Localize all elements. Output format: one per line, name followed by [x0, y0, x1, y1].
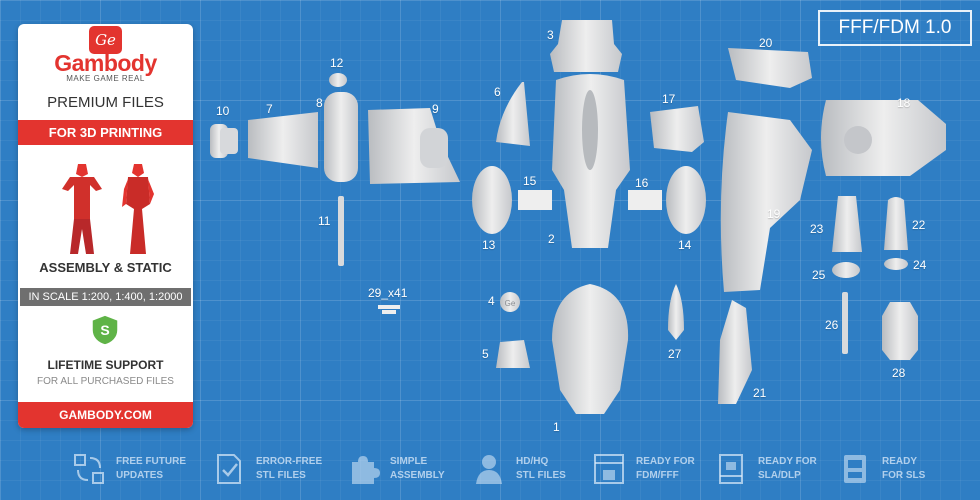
part-label-4: 4	[488, 294, 495, 308]
part-label-11: 11	[318, 214, 331, 228]
part-2	[552, 74, 630, 248]
part-26	[842, 292, 848, 354]
feature-label-line1: READY	[882, 456, 918, 467]
part-label-28: 28	[892, 366, 906, 380]
part-label-23: 23	[810, 222, 824, 236]
refresh-icon	[74, 454, 104, 484]
shield-letter: S	[100, 322, 109, 338]
part-15	[518, 190, 552, 210]
part-29	[378, 305, 400, 314]
purchased-files-label: FOR ALL PURCHASED FILES	[37, 376, 174, 387]
brand-name: Gambody	[54, 50, 157, 76]
assembly-static-label: ASSEMBLY & STATIC	[39, 260, 172, 275]
part-label-7: 7	[266, 102, 273, 116]
feature-label-line2: FDM/FFF	[636, 470, 679, 481]
part-9	[368, 108, 460, 184]
part-20	[728, 48, 812, 88]
feature-label-line1: SIMPLE	[390, 456, 428, 467]
part-label-12: 12	[330, 56, 344, 70]
part-label-19: 19	[767, 207, 781, 221]
feature-label-line1: ERROR-FREE	[256, 456, 323, 467]
fdm-printer-icon	[594, 454, 624, 484]
feature-label-line2: UPDATES	[116, 470, 164, 481]
gambody-logo-icon: Ge	[89, 26, 122, 54]
puzzle-icon	[352, 456, 380, 484]
part-label-13: 13	[482, 238, 496, 252]
part-7	[248, 112, 318, 168]
part-6	[496, 82, 530, 146]
feature-label-line2: ASSEMBLY	[390, 470, 445, 481]
part-label-10: 10	[216, 104, 230, 118]
sla-printer-icon	[719, 454, 743, 484]
lifetime-support-label: LIFETIME SUPPORT	[47, 358, 164, 372]
part-23	[832, 196, 862, 252]
part-19	[720, 112, 812, 292]
part-10	[210, 124, 238, 158]
part-label-17: 17	[662, 92, 676, 106]
part-1	[552, 284, 629, 414]
part-14	[666, 166, 706, 234]
part-label-9: 9	[432, 102, 439, 116]
part-11	[338, 196, 344, 266]
part-12	[329, 73, 347, 87]
part-4: Ge	[500, 292, 520, 312]
part-3	[550, 20, 622, 72]
feature-label-line2: SLA/DLP	[758, 470, 801, 481]
part-label-24: 24	[913, 258, 927, 272]
part-18-vent	[844, 126, 872, 154]
feature-label-line2: STL FILES	[516, 470, 566, 481]
file-check-icon	[217, 454, 241, 484]
red-figures-icon	[62, 164, 154, 254]
scale-label: IN SCALE 1:200, 1:400, 1:2000	[20, 288, 191, 306]
part-21	[718, 300, 752, 404]
site-link[interactable]: GAMBODY.COM	[18, 402, 193, 428]
part-25	[832, 262, 860, 278]
brand-tagline: MAKE GAME REAL	[66, 74, 145, 83]
features-bar: FREE FUTURE UPDATES ERROR-FREE STL FILES…	[0, 440, 980, 500]
premium-files-label: PREMIUM FILES	[47, 94, 164, 111]
part-label-29: 29_x41	[368, 286, 408, 300]
part-24	[884, 258, 908, 270]
fff-fdm-version-badge: FFF/FDM 1.0	[818, 10, 972, 46]
part-27	[668, 284, 684, 340]
part-13	[472, 166, 512, 234]
feature-label-line1: FREE FUTURE	[116, 456, 186, 467]
feature-label-line2: FOR SLS	[882, 470, 926, 481]
part-17	[650, 106, 704, 152]
part-label-26: 26	[825, 318, 839, 332]
part-label-6: 6	[494, 85, 501, 99]
for-3d-printing-bar: FOR 3D PRINTING	[18, 120, 193, 145]
feature-label-line1: READY FOR	[758, 456, 817, 467]
part-16	[628, 190, 662, 210]
part-label-14: 14	[678, 238, 692, 252]
part-label-16: 16	[635, 176, 649, 190]
part-18	[821, 100, 946, 176]
part-4-mark: Ge	[505, 299, 516, 308]
part-label-22: 22	[912, 218, 926, 232]
part-28	[882, 302, 918, 360]
part-label-2: 2	[548, 232, 555, 246]
shield-icon: S	[91, 314, 119, 346]
part-8	[324, 92, 358, 182]
part-5	[496, 340, 530, 368]
part-label-1: 1	[553, 420, 560, 434]
bust-icon	[476, 455, 502, 484]
promo-panel: Ge Gambody MAKE GAME REAL PREMIUM FILES …	[18, 24, 193, 428]
sls-printer-icon	[844, 455, 866, 483]
part-label-15: 15	[523, 174, 537, 188]
part-label-21: 21	[753, 386, 767, 400]
part-label-25: 25	[812, 268, 826, 282]
part-label-18: 18	[897, 96, 911, 110]
part-label-20: 20	[759, 36, 773, 50]
part-22	[884, 197, 908, 250]
part-label-3: 3	[547, 28, 554, 42]
part-label-8: 8	[316, 96, 323, 110]
feature-label-line1: HD/HQ	[516, 456, 549, 467]
part-label-27: 27	[668, 347, 682, 361]
part-label-5: 5	[482, 347, 489, 361]
feature-label-line2: STL FILES	[256, 470, 306, 481]
feature-label-line1: READY FOR	[636, 456, 695, 467]
